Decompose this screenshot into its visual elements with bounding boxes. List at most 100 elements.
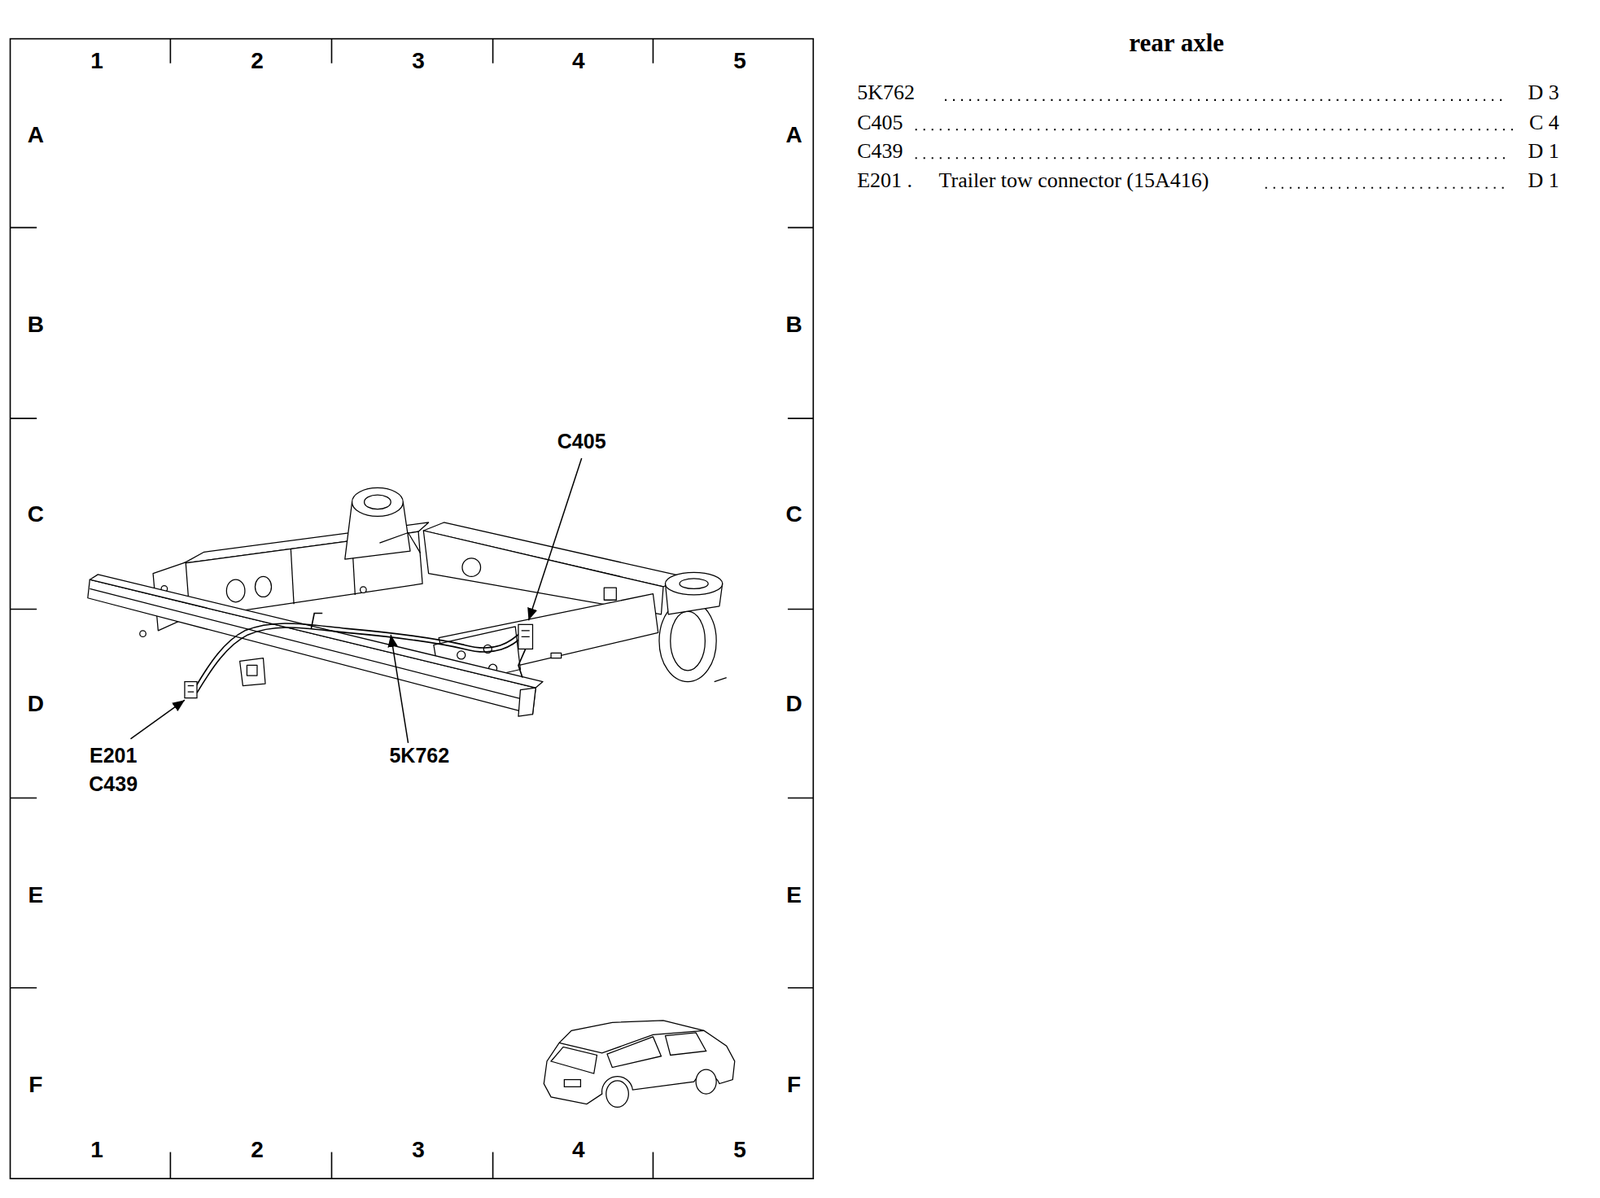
grid-row-letter: F bbox=[786, 1071, 801, 1098]
index-dot-leader bbox=[915, 157, 1509, 159]
callout-label: C439 bbox=[88, 773, 138, 796]
vehicle-locator-icon bbox=[543, 1020, 735, 1105]
index-grid-ref: D 3 bbox=[1528, 81, 1560, 105]
subframe-drawing bbox=[360, 586, 368, 594]
grid-row-letter: C bbox=[785, 501, 802, 527]
grid-frame bbox=[787, 608, 814, 611]
grid-frame bbox=[10, 39, 814, 1180]
wiring-harness bbox=[310, 613, 323, 630]
connector-symbol bbox=[184, 681, 197, 699]
subframe-drawing bbox=[664, 572, 722, 595]
connector-symbol bbox=[518, 624, 534, 649]
callout-label: E201 bbox=[89, 744, 137, 768]
index-dot-leader bbox=[915, 128, 1517, 131]
grid-column-number: 2 bbox=[250, 48, 264, 75]
leader-line bbox=[390, 634, 408, 744]
index-grid-ref: D 1 bbox=[1528, 139, 1560, 163]
grid-row-letter: E bbox=[786, 882, 802, 908]
grid-frame bbox=[787, 987, 814, 989]
subframe-drawing bbox=[290, 549, 294, 605]
callout-label: C405 bbox=[557, 430, 607, 454]
leader-line bbox=[528, 458, 582, 621]
subframe-drawing bbox=[352, 487, 404, 516]
grid-frame bbox=[10, 39, 814, 1180]
subframe-drawing bbox=[254, 576, 272, 597]
leader-line bbox=[130, 699, 184, 739]
grid-frame bbox=[10, 417, 38, 420]
grid-frame bbox=[787, 417, 814, 420]
vehicle-locator-icon bbox=[543, 1020, 735, 1108]
grid-column-number: 3 bbox=[411, 1137, 425, 1163]
grid-frame bbox=[10, 987, 38, 989]
grid-frame bbox=[10, 227, 38, 229]
page-title: rear axle bbox=[1128, 29, 1225, 57]
index-part-code: C405 bbox=[856, 110, 903, 135]
vehicle-locator-icon bbox=[607, 1036, 661, 1068]
subframe-drawing bbox=[87, 487, 727, 717]
wiring-harness bbox=[196, 627, 525, 693]
grid-frame bbox=[652, 1152, 655, 1180]
scaled-drawing bbox=[10, 39, 1517, 1180]
grid-row-letter: D bbox=[785, 691, 802, 717]
subframe-drawing bbox=[714, 677, 727, 682]
subframe-drawing bbox=[87, 579, 536, 715]
callout-label: 5K762 bbox=[389, 744, 450, 768]
connector-symbol bbox=[187, 690, 195, 692]
grid-row-letter: B bbox=[785, 311, 802, 337]
vehicle-locator-icon bbox=[606, 1080, 630, 1108]
vehicle-locator-icon bbox=[563, 1079, 581, 1088]
index-dot-leader bbox=[944, 99, 1509, 101]
grid-frame bbox=[10, 797, 38, 800]
subframe-drawing bbox=[603, 587, 617, 600]
connector-symbol bbox=[187, 685, 195, 687]
grid-column-number: 1 bbox=[90, 1137, 104, 1163]
vehicle-locator-icon bbox=[664, 1032, 706, 1056]
wiring-harness bbox=[193, 613, 525, 694]
grid-frame bbox=[331, 39, 333, 64]
subframe-drawing bbox=[89, 588, 534, 702]
wiring-harness bbox=[518, 648, 526, 678]
grid-frame bbox=[787, 797, 814, 800]
grid-column-number: 4 bbox=[572, 48, 586, 75]
grid-column-number: 5 bbox=[733, 48, 747, 75]
grid-row-letter: A bbox=[785, 122, 802, 148]
grid-row-letter: D bbox=[27, 691, 44, 717]
grid-frame bbox=[492, 1152, 494, 1180]
subframe-drawing bbox=[89, 574, 543, 688]
subframe-drawing bbox=[246, 664, 258, 676]
index-part-code: C439 bbox=[856, 139, 903, 163]
subframe-drawing bbox=[679, 578, 709, 590]
grid-column-number: 2 bbox=[250, 1137, 264, 1163]
index-description: Trailer tow connector (15A416) bbox=[939, 169, 1210, 193]
leader-line bbox=[130, 458, 582, 744]
grid-row-letter: A bbox=[27, 122, 44, 148]
grid-frame bbox=[10, 608, 38, 611]
connector-symbol bbox=[184, 624, 534, 698]
index-grid-ref: D 1 bbox=[1528, 169, 1560, 193]
subframe-drawing bbox=[457, 651, 466, 660]
index-part-code: 5K762 bbox=[856, 81, 915, 105]
index-grid-ref: C 4 bbox=[1529, 110, 1560, 135]
index-dot-leader bbox=[1265, 187, 1509, 189]
subframe-drawing bbox=[462, 558, 481, 578]
vehicle-locator-icon bbox=[695, 1069, 717, 1094]
grid-row-letter: B bbox=[27, 311, 44, 337]
subframe-drawing bbox=[518, 687, 536, 717]
grid-frame bbox=[652, 39, 655, 64]
subframe-drawing bbox=[379, 532, 420, 553]
subframe-drawing bbox=[670, 611, 706, 671]
grid-column-number: 5 bbox=[733, 1137, 747, 1163]
connector-symbol bbox=[521, 629, 530, 631]
grid-column-number: 1 bbox=[90, 48, 104, 75]
index-part-code: E201 . bbox=[856, 169, 913, 193]
subframe-drawing bbox=[139, 630, 147, 638]
grid-row-letter: C bbox=[27, 501, 44, 527]
subframe-drawing bbox=[364, 494, 392, 510]
connector-symbol bbox=[521, 636, 530, 638]
grid-frame bbox=[331, 1152, 333, 1180]
grid-column-number: 3 bbox=[411, 48, 425, 75]
subframe-drawing bbox=[240, 658, 266, 687]
grid-frame bbox=[787, 227, 814, 229]
